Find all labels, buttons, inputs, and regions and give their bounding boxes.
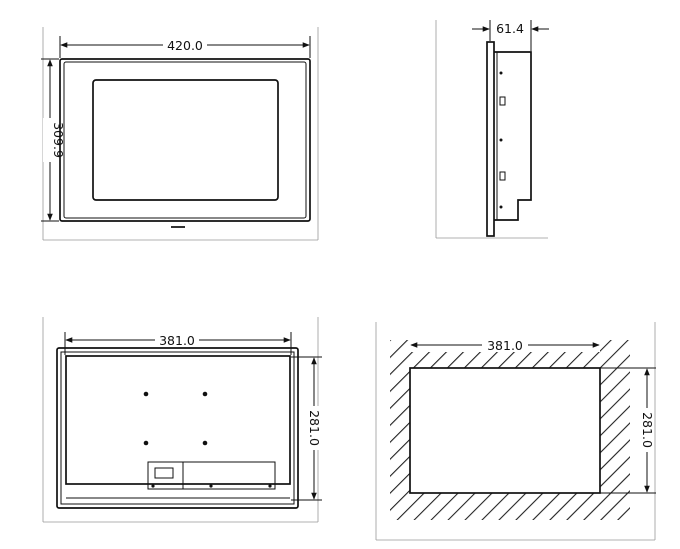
rear-io-screw [268,484,272,488]
rear-io-screw [209,484,213,488]
side-port [499,96,506,106]
rear-height-label-bg [307,406,321,450]
front-width-label-bg [163,37,207,51]
cutout-opening [409,367,601,494]
front-view: 420.0 309.9 [41,27,319,241]
front-logo-mark [171,226,185,228]
side-depth-label: 61.4 [496,21,524,36]
rear-width-label-bg [155,333,199,347]
front-height-label: 309.9 [51,122,66,158]
cutout-view: 381.0 281.0 [375,322,656,541]
rear-mount-hole [143,391,149,397]
rear-cover [65,355,291,485]
front-bezel-inner [63,61,307,219]
side-view: 61.4 [435,20,549,239]
rear-width-label: 381.0 [159,333,195,348]
rear-io-screw [151,484,155,488]
cutout-height-label: 281.0 [640,412,655,448]
front-height-label-bg [43,118,57,162]
side-body [494,51,532,221]
side-screw [499,71,503,75]
rear-view: 381.0 281.0 [42,317,322,523]
side-bezel [486,41,495,237]
cutout-width-label-box [482,338,528,352]
rear-mount-hole [143,440,149,446]
rear-height-label: 281.0 [307,410,322,446]
rear-io-port [154,467,174,479]
cutout-width-label: 381.0 [487,338,523,353]
rear-frame-inner [60,351,295,505]
front-width-label: 420.0 [167,38,203,53]
rear-outer-frame [56,347,299,509]
side-screw [499,138,503,142]
rear-io-panel [147,461,276,490]
rear-mount-hole [202,391,208,397]
front-screen [92,79,279,201]
cutout-height-label-bg [640,408,654,452]
front-bezel [59,58,311,222]
side-port [499,171,506,181]
rear-mount-hole [202,440,208,446]
side-screw [499,205,503,209]
